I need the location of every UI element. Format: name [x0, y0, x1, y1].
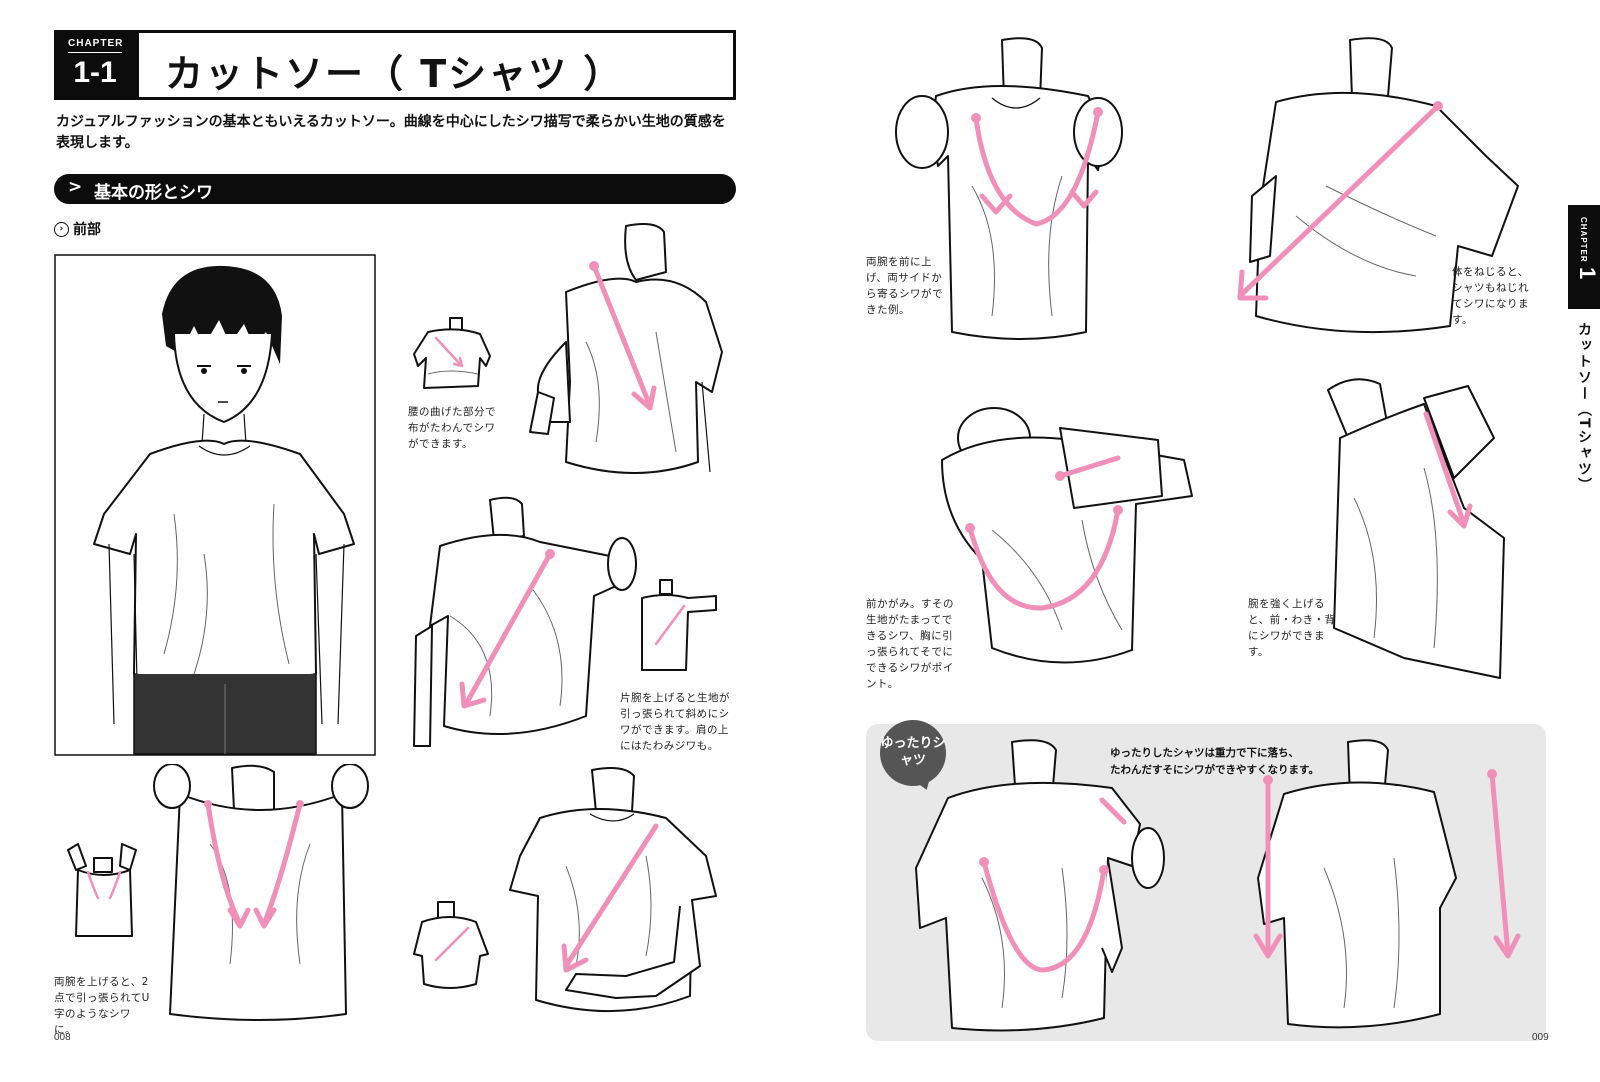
lean-forward-illustration: [941, 407, 1193, 664]
circle-chevron-icon: ›: [54, 221, 69, 237]
caption-both-arms-up: 両腕を上げると、2点で引っ張られてU字のようなシワに。: [54, 976, 150, 1036]
caption-twist-body: 体をねじると、シャツもねじれてシワになります。: [1452, 266, 1529, 326]
chapter-side-tab: CHAPTER 1: [1568, 205, 1600, 309]
bend-thumbnail-illustration: [413, 317, 491, 389]
loose-shirt-front-illustration: [915, 739, 1165, 1032]
one-arm-raised-illustration: [413, 496, 637, 747]
subsection-title: 前部: [73, 222, 101, 238]
caption-arm-raised-strong: 腕を強く上げると、前・わき・背にシワができます。: [1248, 598, 1336, 658]
chapter-word: CHAPTER: [68, 38, 122, 53]
title-box: カットソー（ Tシャツ ）: [136, 30, 736, 100]
side-tab-word: CHAPTER: [1579, 217, 1588, 263]
section-header: > 基本の形とシワ: [54, 174, 736, 204]
loose-shirt-caption: ゆったりしたシャツは重力で下に落ち、 たわんだすそにシワができやすくなります。: [1110, 745, 1319, 779]
twist-body-illustration: [1237, 37, 1519, 334]
chapter-number: 1-1: [73, 56, 117, 89]
chevron-right-icon: >: [68, 177, 83, 197]
loose-shirt-badge: ゆったりシャツ: [880, 720, 946, 786]
arms-forward-illustration: [895, 37, 1123, 340]
twist-thumbnail-illustration: [413, 901, 489, 989]
loose-caption-line-1: ゆったりしたシャツは重力で下に落ち、: [1110, 747, 1299, 759]
caption-arms-forward: 両腕を前に上げ、両サイドから寄るシワができた例。: [866, 256, 943, 316]
front-view-figure-illustration: [54, 254, 376, 756]
caption-one-arm-raised: 片腕を上げると生地が引っ張られて斜めにシワができます。肩の上にはたわみジワも。: [620, 692, 730, 752]
section-title: 基本の形とシワ: [94, 183, 213, 203]
hand-at-hip-illustration: [509, 767, 717, 1013]
page-number-left: 008: [54, 1032, 71, 1043]
side-tab-title: カットソー（Tシャツ）: [1576, 322, 1592, 494]
chapter-badge: CHAPTER 1-1: [54, 30, 136, 100]
both-arms-up-illustration: [153, 764, 369, 1021]
arm-raised-strong-illustration: [1327, 378, 1505, 679]
caption-lean-forward: 前かがみ。すその生地がたまってできるシワ、胸に引っ張られてそでにできるシワがポイ…: [866, 598, 954, 690]
loose-shirt-side-illustration: [1253, 739, 1521, 1029]
arm-raised-thumbnail-illustration: [641, 579, 717, 671]
page-number-right: 009: [1532, 1032, 1549, 1043]
intro-text: カジュアルファッションの基本ともいえるカットソー。曲線を中心にしたシワ描写で柔ら…: [56, 114, 726, 151]
arms-up-thumbnail-illustration: [67, 843, 137, 937]
subsection-heading: › 前部: [54, 219, 101, 239]
side-tab-number: 1: [1575, 267, 1600, 280]
page-title: カットソー（ Tシャツ ）: [165, 52, 624, 96]
bend-shirt-illustration: [529, 223, 723, 474]
caption-waist-bend: 腰の曲げた部分で布がたわんでシワができます。: [408, 406, 496, 450]
loose-caption-line-2: たわんだすそにシワができやすくなります。: [1110, 764, 1319, 776]
